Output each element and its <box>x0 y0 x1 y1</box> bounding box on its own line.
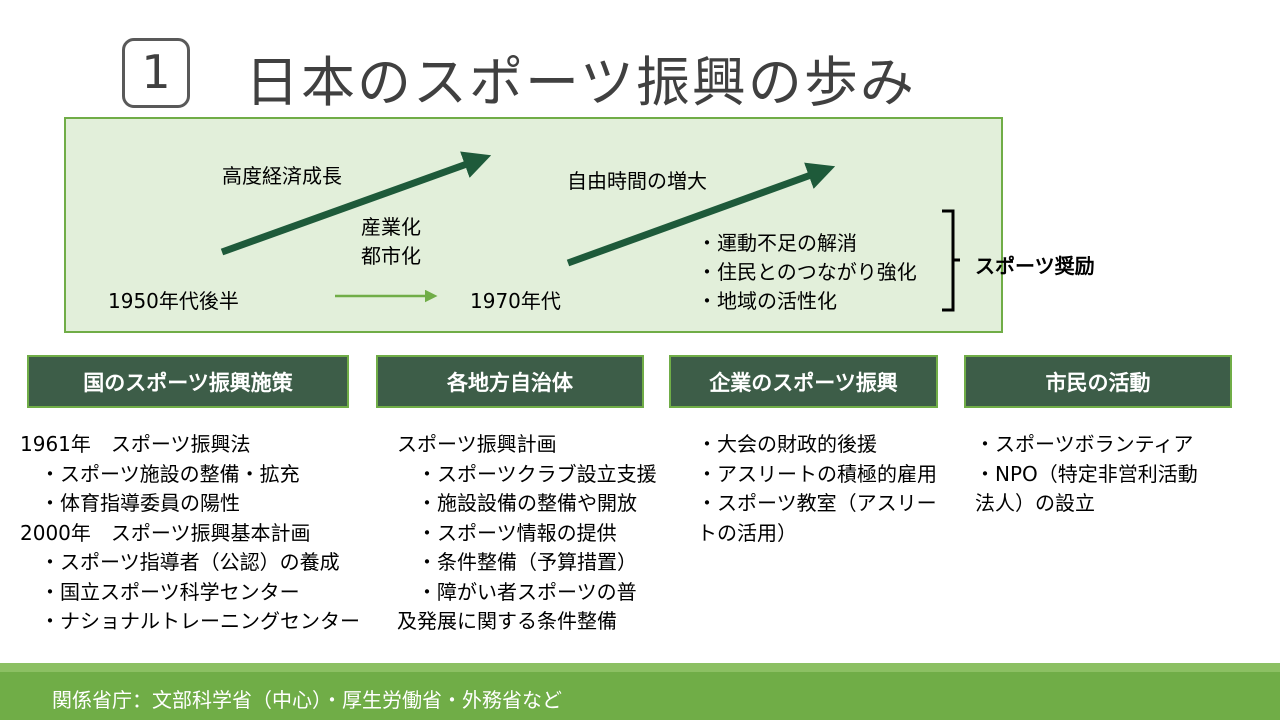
footer-text: 関係省庁：文部科学省（中心）・厚生労働省・外務省など <box>52 688 562 712</box>
timeline-panel <box>64 117 1003 333</box>
column-header-citizen: 市民の活動 <box>964 355 1232 408</box>
list-item: ・体育指導委員の陽性 <box>20 491 240 515</box>
section-number: 1 <box>122 38 190 108</box>
column-header-corporate: 企業のスポーツ振興 <box>669 355 938 408</box>
industrialization-label: 産業化 <box>361 215 421 239</box>
citizen-list: ・スポーツボランティア ・NPO（特定非営利活動 法人）の設立 <box>975 430 1198 519</box>
list-item: ・大会の財政的後援 <box>697 432 877 456</box>
list-item: ・NPO（特定非営利活動 <box>975 461 1198 486</box>
local-list: スポーツ振興計画 ・スポーツクラブ設立支援 ・施設設備の整備や開放 ・スポーツ情… <box>397 430 657 637</box>
list-item: ・スポーツ指導者（公認）の養成 <box>20 550 340 574</box>
free-time-arrow <box>566 162 836 267</box>
footer-bar <box>0 663 1280 720</box>
list-item: 2000年 スポーツ振興基本計画 <box>20 520 311 545</box>
list-item: ・スポーツクラブ設立支援 <box>397 461 657 486</box>
list-item: ・スポーツボランティア <box>975 432 1194 456</box>
urbanization-label: 都市化 <box>361 244 421 268</box>
growth-arrow <box>220 151 492 256</box>
list-item: ・スポーツ教室（アスリー <box>697 491 937 515</box>
column-header-local: 各地方自治体 <box>376 355 644 408</box>
list-item: 及発展に関する条件整備 <box>397 609 617 633</box>
end-period: 1970年代 <box>470 289 561 313</box>
page-title: 日本のスポーツ振興の歩み <box>245 51 916 114</box>
list-item: ・アスリートの積極的雇用 <box>697 461 937 486</box>
growth-label: 高度経済成長 <box>222 164 342 188</box>
footer-stripe <box>0 663 1280 672</box>
effect-item: ・運動不足の解消 <box>697 231 857 255</box>
list-item: ・スポーツ情報の提供 <box>397 520 617 545</box>
list-item: ・スポーツ施設の整備・拡充 <box>20 461 300 486</box>
result-label: スポーツ奨励 <box>975 254 1095 278</box>
list-item: ・ナショナルトレーニングセンター <box>20 609 360 633</box>
timeline-arrows <box>220 151 960 312</box>
list-item: トの活用） <box>697 520 797 545</box>
bracket <box>942 209 960 312</box>
corporate-list: ・大会の財政的後援 ・アスリートの積極的雇用 ・スポーツ教室（アスリー トの活用… <box>697 430 937 548</box>
list-item: ・障がい者スポーツの普 <box>397 579 637 604</box>
list-item: スポーツ振興計画 <box>397 432 557 456</box>
list-item: ・条件整備（予算措置） <box>397 550 637 574</box>
effect-item: ・住民とのつながり強化 <box>697 260 917 284</box>
start-period: 1950年代後半 <box>108 289 239 313</box>
national-list: 1961年 スポーツ振興法 ・スポーツ施設の整備・拡充 ・体育指導委員の陽性 2… <box>20 430 360 637</box>
list-item: ・施設設備の整備や開放 <box>397 491 637 515</box>
list-item: ・国立スポーツ科学センター <box>20 579 300 604</box>
column-header-national: 国のスポーツ振興施策 <box>27 355 349 408</box>
list-item: 法人）の設立 <box>975 491 1095 515</box>
effect-item: ・地域の活性化 <box>697 289 837 313</box>
free-time-label: 自由時間の増大 <box>567 169 707 193</box>
list-item: 1961年 スポーツ振興法 <box>20 432 251 456</box>
